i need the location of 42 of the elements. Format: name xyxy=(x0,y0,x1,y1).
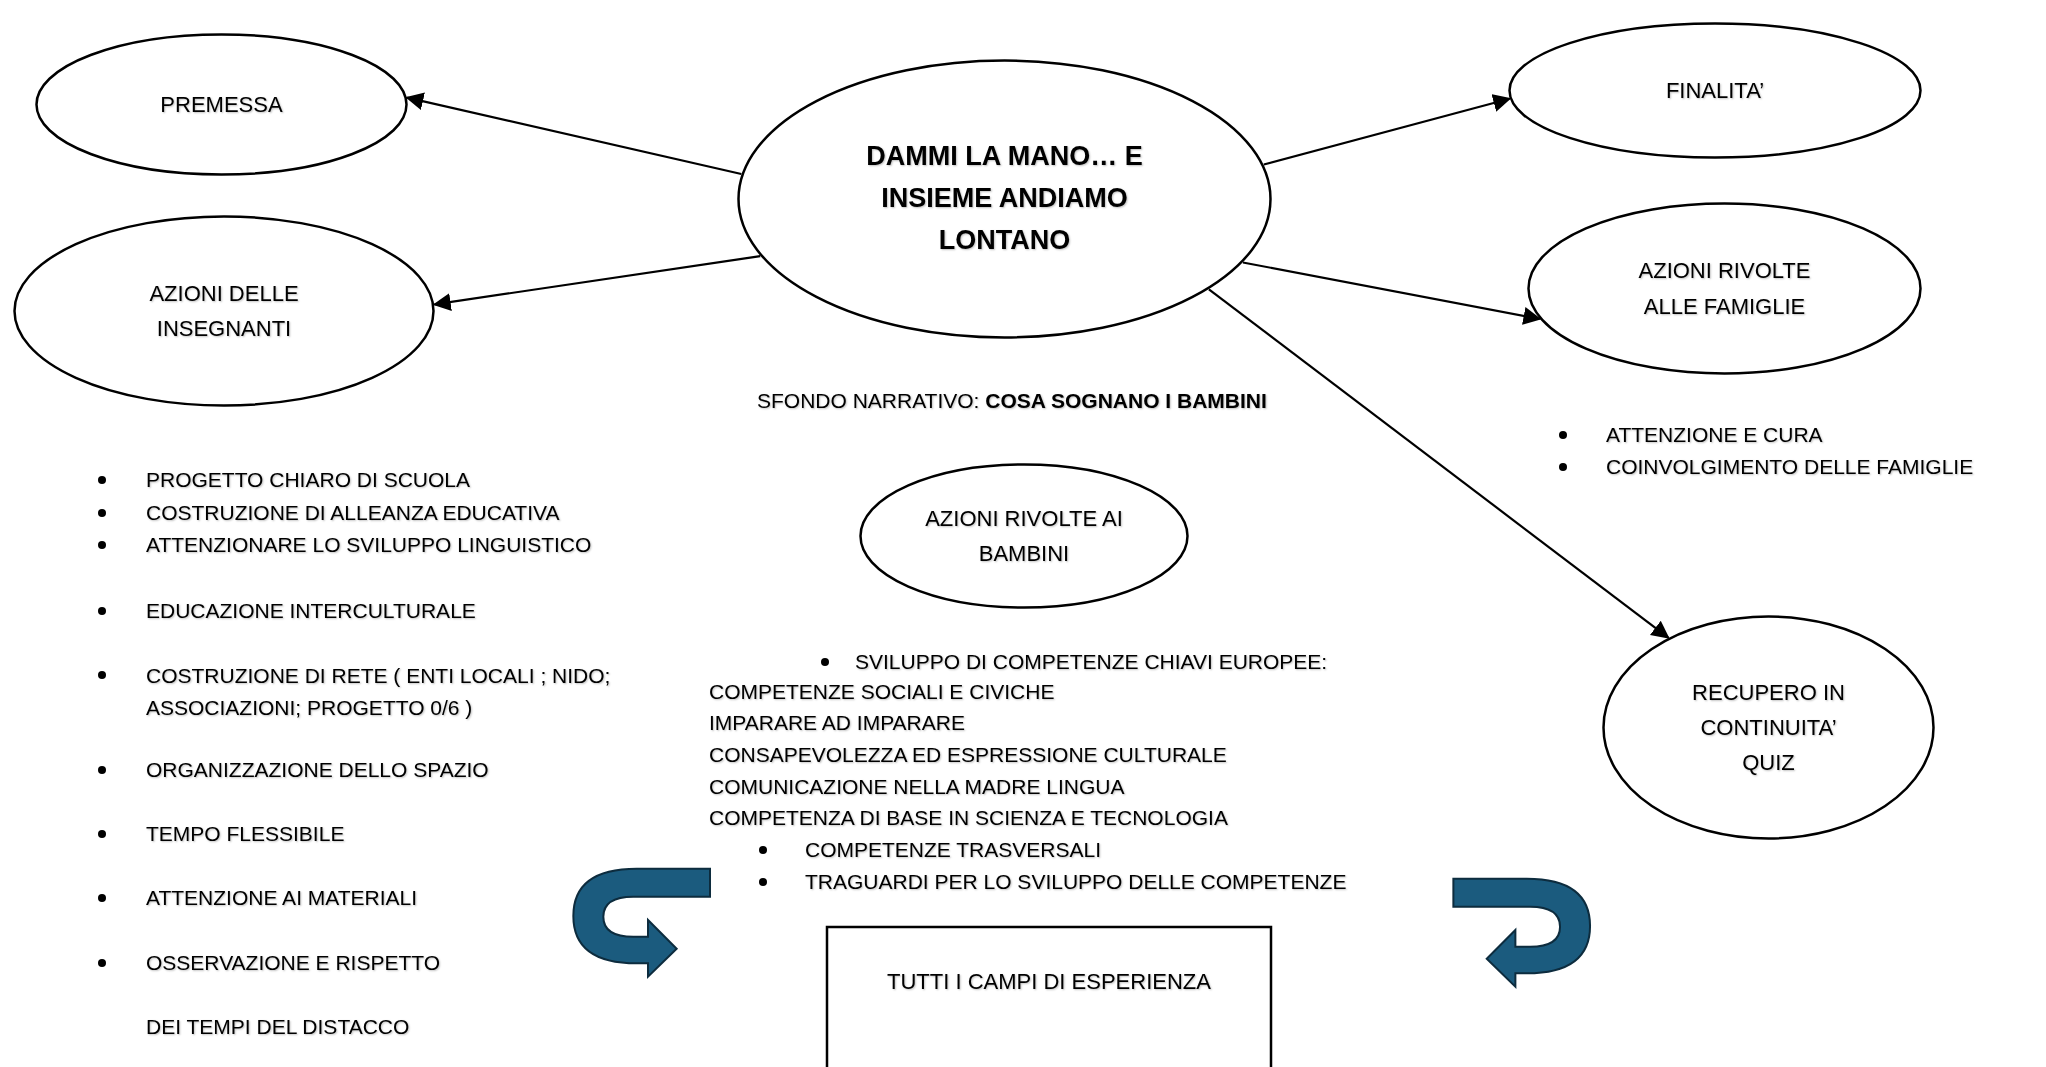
ellipse-node xyxy=(859,463,1189,609)
list-item: COINVOLGIMENTO DELLE FAMIGLIE xyxy=(1606,454,1974,481)
list-item: EDUCAZIONE INTERCULTURALE xyxy=(146,598,476,625)
list-item: ATTENZIONARE LO SVILUPPO LINGUISTICO xyxy=(146,532,592,559)
list-item: COMPETENZE TRASVERSALI xyxy=(805,837,1101,864)
arrow xyxy=(1208,288,1670,639)
arrow xyxy=(405,92,742,176)
list-item: COSTRUZIONE DI RETE ( ENTI LOCALI ; NIDO; ASSOCIAZIONI; PROGETTO 0/6 ) xyxy=(146,662,612,721)
node-text: AZIONI DELLE INSEGNANTI xyxy=(148,279,300,343)
list-item: TEMPO FLESSIBILE xyxy=(146,821,345,848)
list-item: ORGANIZZAZIONE DELLO SPAZIO xyxy=(146,757,489,784)
ellipse-node xyxy=(35,33,408,176)
node-text: DAMMI LA MANO… E INSIEME ANDIAMO LONTANO xyxy=(865,140,1144,257)
list-item: COSTRUZIONE DI ALLEANZA EDUCATIVA xyxy=(146,500,560,527)
list-item: ATTENZIONE AI MATERIALI xyxy=(146,885,418,912)
list-item: SVILUPPO DI COMPETENZE CHIAVI EUROPEE: xyxy=(855,649,1328,676)
note-text: COMUNICAZIONE NELLA MADRE LINGUA xyxy=(709,774,1125,801)
note-text: CONSAPEVOLEZZA ED ESPRESSIONE CULTURALE xyxy=(709,742,1227,769)
note-text: COMPETENZE SOCIALI E CIVICHE xyxy=(709,679,1055,706)
list-item: OSSERVAZIONE E RISPETTO xyxy=(146,950,441,977)
node-text: AZIONI RIVOLTE ALLE FAMIGLIE xyxy=(1637,257,1812,321)
process-box xyxy=(826,926,1272,1067)
ellipse-node xyxy=(1508,22,1922,159)
node-text: PREMESSA xyxy=(159,90,284,119)
arrow xyxy=(432,255,761,311)
node-text: TUTTI I CAMPI DI ESPERIENZA xyxy=(886,968,1212,996)
ellipse-node xyxy=(13,215,435,407)
node-text: RECUPERO IN CONTINUITA’ QUIZ xyxy=(1691,678,1846,778)
list-item: ATTENZIONE E CURA xyxy=(1606,422,1823,449)
node-text: AZIONI RIVOLTE AI BAMBINI xyxy=(924,504,1124,568)
arrow xyxy=(1263,94,1512,166)
note-text: IMPARARE AD IMPARARE xyxy=(709,710,965,737)
note-text: DEI TEMPI DEL DISTACCO xyxy=(146,1014,410,1041)
note-text: COMPETENZA DI BASE IN SCIENZA E TECNOLOGIA xyxy=(709,805,1228,832)
note-text: SFONDO NARRATIVO: COSA SOGNANO I BAMBINI xyxy=(757,388,1267,415)
node-text: FINALITA’ xyxy=(1664,76,1766,105)
ellipse-node xyxy=(737,59,1272,339)
list-item: TRAGUARDI PER LO SVILUPPO DELLE COMPETENZE xyxy=(805,869,1347,896)
arrow xyxy=(1242,261,1542,325)
list-item: PROGETTO CHIARO DI SCUOLA xyxy=(146,467,470,494)
ellipse-node xyxy=(1602,615,1935,840)
ellipse-node xyxy=(1527,202,1922,375)
